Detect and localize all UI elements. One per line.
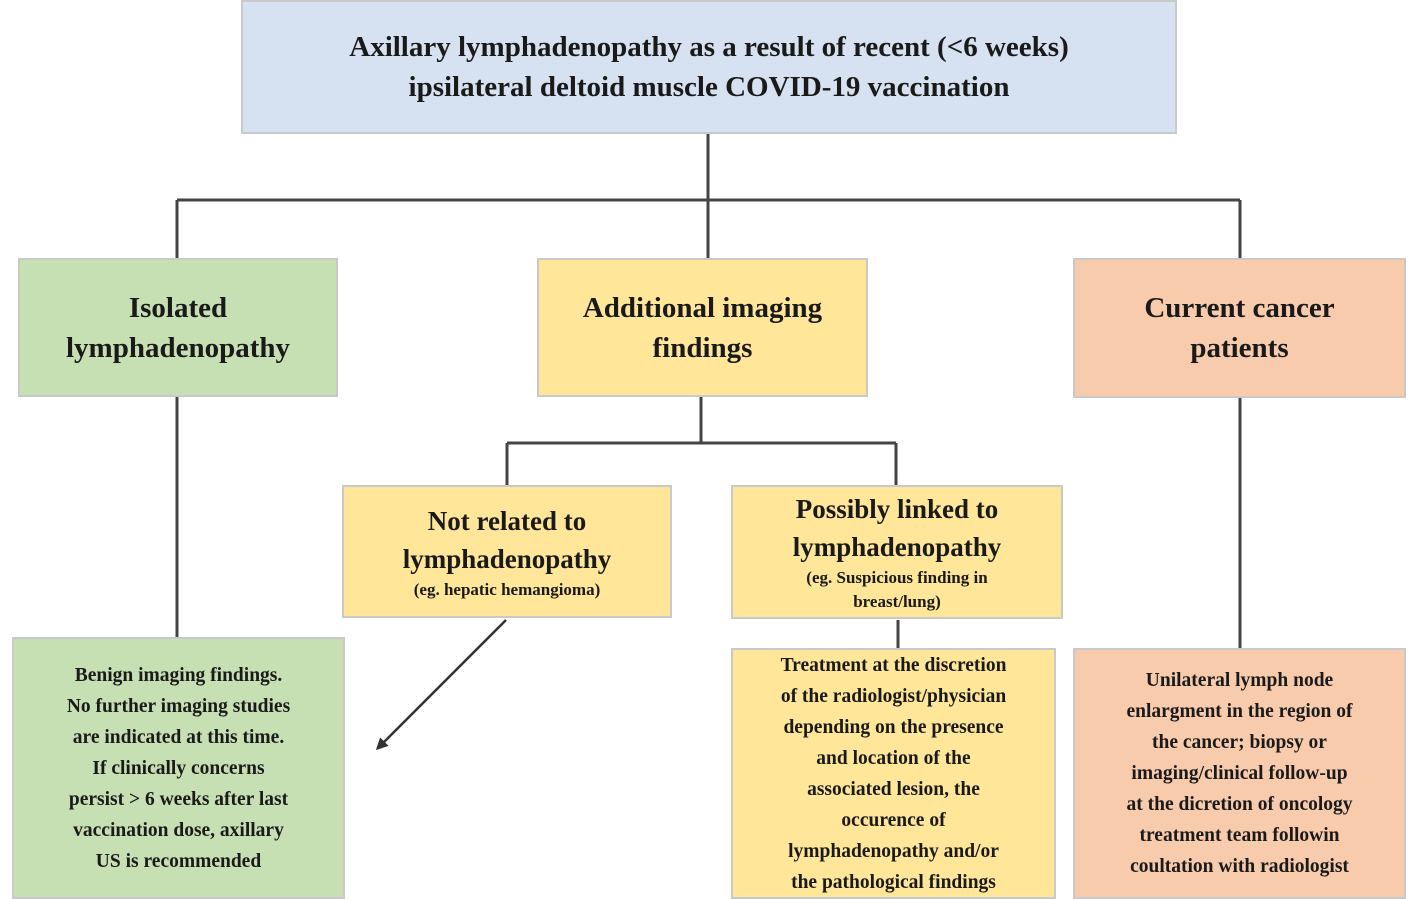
not-related-line-1: Not related to	[427, 505, 587, 536]
benign-line-4: If clinically concerns	[92, 757, 265, 779]
arrow-not-related	[375, 619, 507, 751]
possibly-linked-note-2: breast/lung)	[853, 592, 941, 611]
root-line-1: Axillary lymphadenopathy as a result of …	[349, 31, 1069, 63]
possibly-linked-line-2: lymphadenopathy	[792, 532, 1002, 562]
benign-line-7: US is recommended	[95, 850, 262, 872]
benign-line-6: vaccination dose, axillary	[73, 819, 284, 841]
isolated-line-2: lymphadenopathy	[65, 331, 290, 364]
possibly-linked-node: Possibly linked to lymphadenopathy (eg. …	[731, 485, 1063, 619]
benign-line-2: No further imaging studies	[66, 695, 291, 717]
additional-imaging-node: Additional imaging findings	[537, 258, 868, 397]
treatment-line-3: depending on the presence	[783, 716, 1004, 738]
treatment-line-5: associated lesion, the	[807, 778, 980, 800]
treatment-line-7: lymphadenopathy and/or	[788, 840, 999, 862]
unilateral-line-6: treatment team followin	[1139, 825, 1340, 846]
benign-findings-node: Benign imaging findings. No further imag…	[12, 637, 345, 899]
cancer-line-1: Current cancer	[1144, 292, 1335, 324]
isolated-lymphadenopathy-node: Isolated lymphadenopathy	[18, 258, 338, 397]
treatment-line-8: the pathological findings	[791, 871, 996, 893]
additional-line-1: Additional imaging	[582, 291, 823, 324]
unilateral-enlargement-node: Unilateral lymph node enlargment in the …	[1073, 648, 1406, 899]
unilateral-line-3: the cancer; biopsy or	[1152, 732, 1327, 753]
not-related-line-2: lymphadenopathy	[402, 543, 612, 574]
cancer-line-2: patients	[1190, 332, 1289, 364]
treatment-line-2: of the radiologist/physician	[780, 685, 1007, 707]
not-related-note: (eg. hepatic hemangioma)	[413, 579, 601, 599]
unilateral-line-4: imaging/clinical follow-up	[1131, 763, 1348, 784]
possibly-linked-note-1: (eg. Suspicious finding in	[806, 568, 988, 587]
benign-line-1: Benign imaging findings.	[74, 664, 283, 686]
benign-line-5: persist > 6 weeks after last	[68, 788, 289, 810]
unilateral-line-7: coultation with radiologist	[1130, 856, 1349, 877]
unilateral-line-2: enlargment in the region of	[1126, 701, 1353, 722]
benign-line-3: are indicated at this time.	[72, 726, 285, 748]
not-related-node: Not related to lymphadenopathy (eg. hepa…	[342, 485, 672, 618]
unilateral-line-5: at the dicretion of oncology	[1126, 794, 1353, 815]
current-cancer-node: Current cancer patients	[1073, 258, 1406, 398]
possibly-linked-line-1: Possibly linked to	[795, 494, 999, 524]
treatment-line-6: occurence of	[841, 809, 946, 831]
treatment-discretion-node: Treatment at the discretion of the radio…	[731, 648, 1056, 899]
unilateral-line-1: Unilateral lymph node	[1145, 670, 1334, 691]
root-node: Axillary lymphadenopathy as a result of …	[241, 0, 1177, 134]
additional-line-2: findings	[652, 331, 753, 364]
treatment-line-4: and location of the	[816, 747, 971, 769]
isolated-line-1: Isolated	[128, 291, 228, 324]
treatment-line-1: Treatment at the discretion	[780, 654, 1007, 676]
root-line-2: ipsilateral deltoid muscle COVID-19 vacc…	[408, 71, 1010, 103]
